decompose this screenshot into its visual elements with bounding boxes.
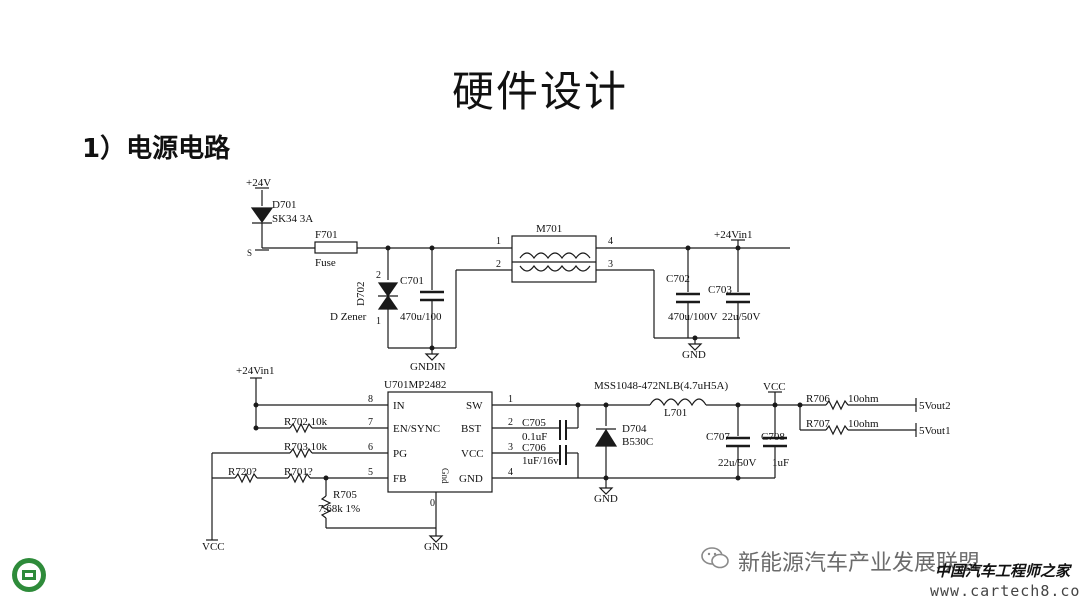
f701-fuse-symbol [314,241,358,254]
pin-num-4: 4 [508,467,513,478]
supply-in-bottom-label: +24Vin1 [236,365,275,377]
u701-ref-label: U701MP2482 [384,379,446,391]
wechat-icon [701,547,729,569]
l701-inductor-symbol [649,398,707,407]
supply-in-label: +24V [246,177,271,189]
r720-label: R720? [228,466,257,478]
r706-resistor-symbol [825,399,849,411]
pin-in-label: IN [393,400,405,412]
c707-ref-label: C707 [706,431,730,443]
pin-pg-label: PG [393,448,407,460]
r702-resistor-symbol [289,422,313,434]
c702-ref-label: C702 [666,273,690,285]
c703-value-label: 22u/50V [722,311,761,323]
pin-num-1: 1 [508,394,513,405]
d702-value-label: D Zener [330,311,367,323]
supply-out-label: +24Vin1 [714,229,753,241]
d704-diode-symbol [594,428,618,447]
u701-ic-box [387,391,493,493]
r707-ref-label: R707 [806,418,830,430]
f701-ref-label: F701 [315,229,338,241]
c708-value-label: 1uF [772,457,789,469]
c705-ref-label: C705 [522,417,546,429]
d702-ref-label: D702 [355,282,367,306]
r720-resistor-symbol [234,472,258,484]
gndin-label: GNDIN [410,361,445,373]
m701-pin1-label: 1 [496,236,501,247]
f701-value-label: Fuse [315,257,336,269]
c706-value-label: 1uF/16v [522,455,559,467]
r702-label: R702 10k [284,416,328,428]
wechat-watermark-text: 新能源汽车产业发展联盟 [738,551,981,576]
d702-pin2-label: 2 [376,270,381,281]
m701-pin2-label: 2 [496,259,501,270]
d702-pin1-label: 1 [376,316,381,327]
l701-part-label: MSS1048-472NLB(4.7uH5A) [594,380,728,392]
m701-choke-symbol [511,235,597,283]
r701-label: R701? [284,466,313,478]
pin-sw-label: SW [466,400,483,412]
r706-ref-label: R706 [806,393,830,405]
gnd-ic-label: GND [424,541,448,553]
m701-pin3-label: 3 [608,259,613,270]
d701-ref-label: D701 [272,199,296,211]
pin-en-label: EN/SYNC [393,423,440,435]
output-5vout2-label: 5Vout2 [919,400,951,412]
vcc-bottom-label: VCC [202,541,225,553]
pin-num-8: 8 [368,394,373,405]
r705-resistor-symbol [320,495,332,519]
c707-value-label: 22u/50V [718,457,757,469]
site-url-watermark: www.cartech8.com [930,582,1080,600]
pin-num-2: 2 [508,417,513,428]
r701-resistor-symbol [287,472,311,484]
pin-num-3: 3 [508,442,513,453]
gnd-top-label: GND [682,349,706,361]
c705-value-label: 0.1uF [522,431,547,443]
pin-gnd-label: GND [459,473,483,485]
pin-num-0: 0 [430,498,435,509]
organization-logo-icon [12,558,46,592]
c702-value-label: 470u/100V [668,311,718,323]
stub-label: S [247,248,252,258]
pin-gnd-vertical-label: Gnd [440,468,450,484]
d701-value-label: SK34 3A [272,213,313,225]
pin-num-7: 7 [368,417,373,428]
c708-ref-label: C708 [761,431,785,443]
c706-ref-label: C706 [522,442,546,454]
r703-resistor-symbol [289,447,313,459]
c701-value-label: 470u/100 [400,311,442,323]
slide-title: 硬件设计 [451,67,628,116]
pin-num-6: 6 [368,442,373,453]
l701-ref-label: L701 [664,407,687,419]
slide-subtitle: 1）电源电路 [82,134,231,164]
site-name-watermark: 中国汽车工程师之家 [935,562,1071,580]
m701-pin4-label: 4 [608,236,613,247]
d701-diode-symbol [250,207,274,224]
c703-ref-label: C703 [708,284,732,296]
gnd-d704-label: GND [594,493,618,505]
r707-value-label: 10ohm [848,418,879,430]
r707-resistor-symbol [825,424,849,436]
r706-value-label: 10ohm [848,393,879,405]
r705-ref-label: R705 [333,489,357,501]
pin-num-5: 5 [368,467,373,478]
vcc-top-label: VCC [763,381,786,393]
d702-zener-symbol [377,282,399,298]
m701-ref-label: M701 [536,223,562,235]
pin-bst-label: BST [461,423,481,435]
output-5vout1-label: 5Vout1 [919,425,951,437]
r703-label: R703 10k [284,441,328,453]
c701-ref-label: C701 [400,275,424,287]
d704-ref-label: D704 [622,423,647,435]
pin-vcc-label: VCC [461,448,484,460]
r705-value-label: 7.68k 1% [318,503,360,515]
pin-fb-label: FB [393,473,406,485]
d704-value-label: B530C [622,436,653,448]
